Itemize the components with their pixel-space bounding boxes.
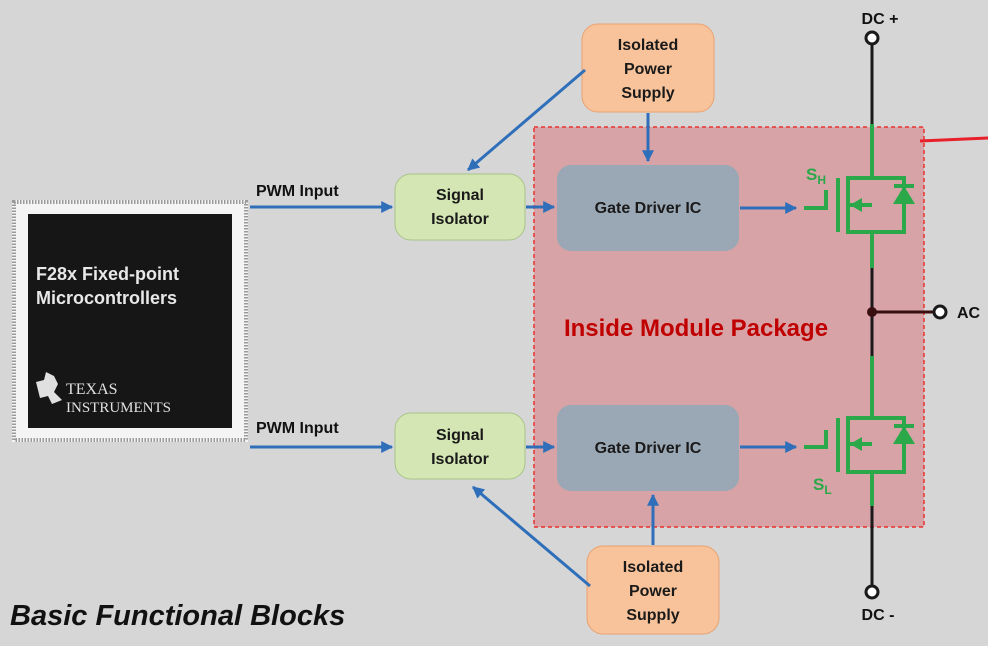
signal-isolator-top: [394, 173, 526, 241]
module-package-label: Inside Module Package: [564, 315, 828, 342]
texas-instruments-logo-icon: [36, 372, 62, 404]
pwm-label-bottom: PWM Input: [256, 420, 339, 437]
power-to-isolator-arrow-bottom: [472, 485, 591, 588]
ac-terminal: [932, 304, 948, 320]
diagram-caption: Basic Functional Blocks: [10, 600, 346, 632]
low-side-label-sub: L: [824, 483, 831, 497]
signal-isolator-top-line2: Isolator: [431, 211, 489, 228]
dc-minus-terminal: [864, 584, 880, 600]
dc-plus-terminal: [864, 30, 880, 46]
high-side-label: SH: [806, 165, 826, 187]
gate-driver-bottom-label: Gate Driver IC: [595, 440, 702, 457]
power-top-line1: Isolated: [618, 37, 678, 54]
gate-driver-bottom: [557, 405, 739, 491]
signal-isolator-bottom-line2: Isolator: [431, 451, 489, 468]
gate-driver-top: [557, 165, 739, 251]
high-side-channel-arrow-icon: [850, 198, 862, 212]
high-side-body-diode-icon: [893, 186, 915, 204]
chip-brand-line1: TEXAS: [66, 381, 118, 398]
isolated-power-supply-bottom: [586, 545, 720, 635]
dc-plus-label: DC +: [862, 11, 899, 28]
low-side-channel-arrow-icon: [850, 437, 862, 451]
isolated-power-supply-top: [581, 23, 715, 113]
ac-label: AC: [957, 305, 981, 322]
pwm-label-top: PWM Input: [256, 183, 339, 200]
gate-driver-top-label: Gate Driver IC: [595, 200, 702, 217]
high-side-mosfet-icon: [804, 124, 914, 268]
chip-title-line1: F28x Fixed-point: [36, 264, 179, 284]
low-side-label: SL: [813, 475, 832, 497]
power-top-line2: Power: [624, 61, 672, 78]
power-bottom-line1: Isolated: [623, 559, 683, 576]
power-bottom-line3: Supply: [626, 607, 679, 624]
chip-title-line2: Microcontrollers: [36, 288, 177, 308]
signal-isolator-top-line1: Signal: [436, 187, 484, 204]
high-side-label-sub: H: [817, 173, 826, 187]
ac-junction-dot: [867, 307, 877, 317]
high-side-label-main: S: [806, 165, 817, 184]
power-bottom-line2: Power: [629, 583, 677, 600]
power-top-line3: Supply: [621, 85, 674, 102]
signal-isolator-bottom: [394, 412, 526, 480]
chip-brand-line2: INSTRUMENTS: [66, 400, 171, 416]
low-side-label-main: S: [813, 475, 824, 494]
dc-minus-label: DC -: [862, 607, 895, 624]
low-side-body-diode-icon: [893, 426, 915, 444]
power-to-isolator-arrow-top: [467, 68, 586, 172]
signal-isolator-bottom-line1: Signal: [436, 427, 484, 444]
microcontroller-chip: F28x Fixed-point Microcontrollers TEXAS …: [12, 200, 248, 442]
red-output-wire: [919, 136, 988, 143]
